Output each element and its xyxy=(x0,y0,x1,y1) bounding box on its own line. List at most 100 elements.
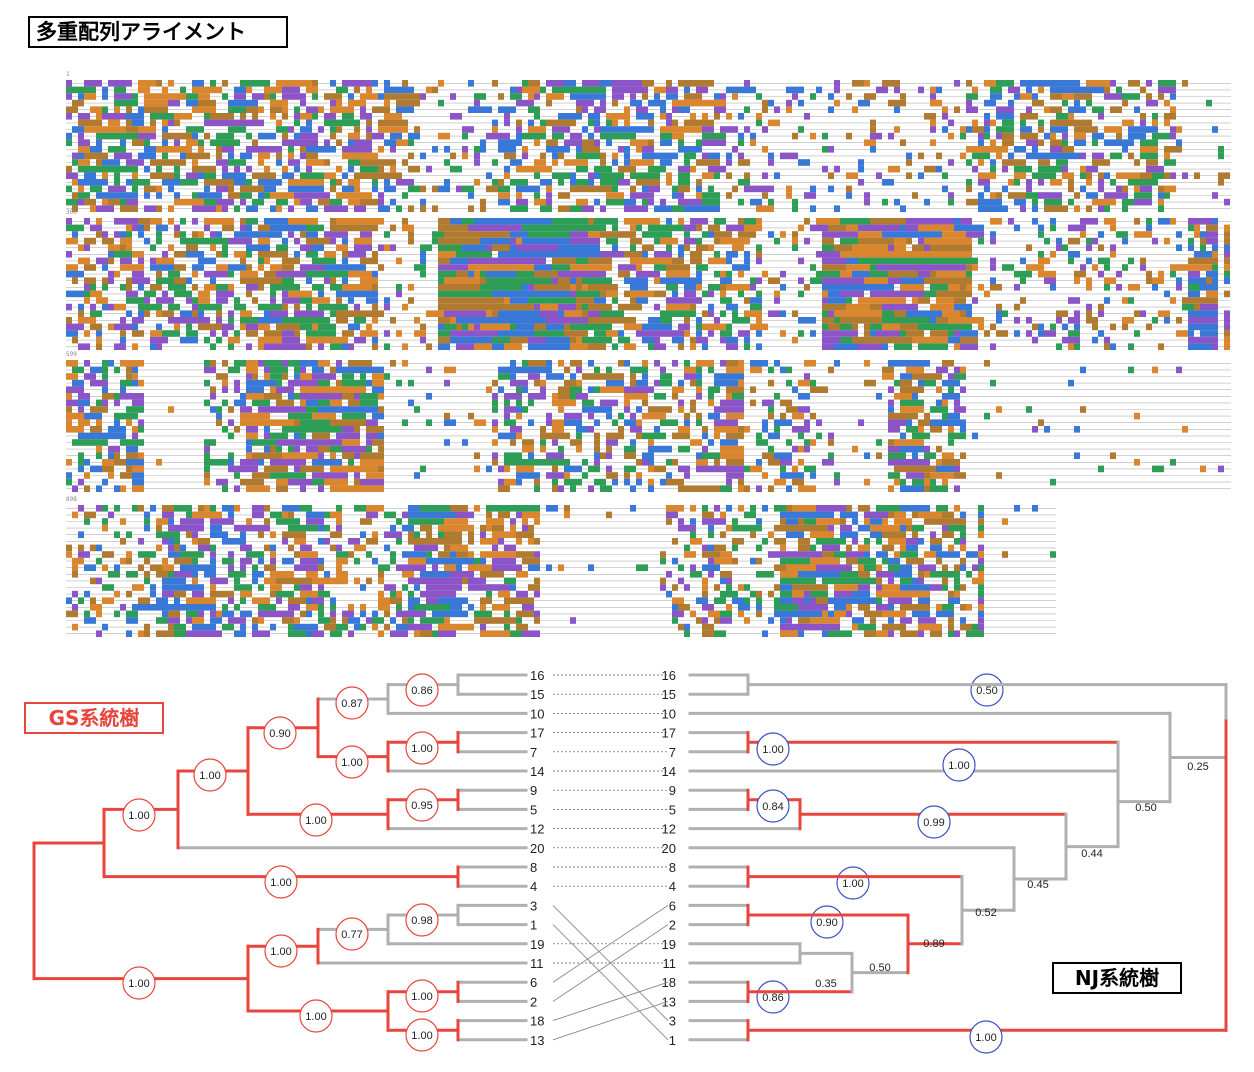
residue-run xyxy=(78,432,126,440)
residue-run xyxy=(1224,336,1230,344)
residue-run xyxy=(468,270,474,278)
residue-run xyxy=(1152,284,1158,291)
residue-run xyxy=(330,485,384,492)
residue-run xyxy=(276,577,312,585)
residue-run xyxy=(390,524,396,532)
residue-run xyxy=(192,531,198,538)
residue-run xyxy=(438,237,480,245)
residue-run xyxy=(324,119,360,127)
residue-run xyxy=(960,584,966,591)
residue-run xyxy=(144,93,162,100)
residue-run xyxy=(1176,277,1182,284)
residue-run xyxy=(282,617,294,624)
residue-run xyxy=(720,551,732,558)
residue-run xyxy=(1116,86,1122,94)
residue-run xyxy=(558,152,564,160)
residue-run xyxy=(750,224,762,232)
residue-run xyxy=(504,412,510,420)
residue-run xyxy=(942,531,954,538)
residue-run xyxy=(1002,310,1008,317)
residue-run xyxy=(354,544,366,552)
support-circle xyxy=(335,686,369,720)
alignment-block: 599 xyxy=(66,351,1231,492)
residue-run xyxy=(828,610,834,618)
residue-run xyxy=(1110,244,1116,251)
residue-run xyxy=(1086,172,1092,179)
residue-run xyxy=(1098,303,1104,311)
residue-run xyxy=(1068,251,1080,258)
residue-run xyxy=(570,439,582,446)
residue-run xyxy=(336,379,342,387)
residue-run xyxy=(534,303,540,311)
residue-run xyxy=(1104,343,1110,350)
residue-run xyxy=(1056,86,1080,94)
residue-run xyxy=(234,303,246,311)
residue-run xyxy=(324,617,330,624)
residue-run xyxy=(588,218,594,225)
residue-run xyxy=(72,439,90,446)
residue-run xyxy=(546,472,564,479)
residue-run xyxy=(366,419,372,426)
residue-run xyxy=(666,478,678,486)
residue-run xyxy=(180,86,186,94)
residue-run xyxy=(720,297,732,304)
residue-run xyxy=(1170,172,1176,179)
residue-run xyxy=(750,505,756,512)
residue-run xyxy=(786,485,792,492)
residue-run xyxy=(690,439,702,446)
residue-run xyxy=(66,406,72,413)
residue-run xyxy=(402,106,414,113)
residue-run xyxy=(618,264,636,271)
residue-run xyxy=(780,459,792,466)
residue-run xyxy=(120,538,126,545)
residue-run xyxy=(306,146,336,153)
residue-run xyxy=(654,336,660,344)
residue-run xyxy=(474,218,552,225)
residue-run xyxy=(492,459,498,466)
residue-run xyxy=(576,257,588,265)
residue-run xyxy=(84,284,90,291)
residue-run xyxy=(606,445,612,453)
residue-run xyxy=(786,185,792,193)
residue-run xyxy=(666,590,672,598)
residue-run xyxy=(582,126,588,133)
residue-run xyxy=(552,393,558,400)
residue-run xyxy=(270,557,276,565)
residue-run xyxy=(900,323,918,331)
residue-run xyxy=(348,459,354,466)
residue-run xyxy=(102,465,114,473)
residue-run xyxy=(162,557,168,565)
residue-run xyxy=(846,610,852,618)
residue-run xyxy=(372,317,378,324)
residue-run xyxy=(690,518,696,525)
residue-run xyxy=(888,419,906,426)
residue-run xyxy=(744,257,750,265)
residue-run xyxy=(930,93,936,100)
residue-run xyxy=(612,152,618,160)
residue-run xyxy=(1206,270,1218,278)
residue-run xyxy=(960,218,972,225)
residue-run xyxy=(1038,270,1056,278)
residue-run xyxy=(708,412,720,420)
residue-run xyxy=(846,604,852,611)
residue-run xyxy=(906,224,918,232)
residue-run xyxy=(540,303,558,311)
residue-run xyxy=(342,393,354,400)
residue-run xyxy=(162,119,168,127)
residue-run xyxy=(990,119,996,127)
residue-run xyxy=(438,264,468,271)
residue-run xyxy=(1098,231,1104,238)
residue-run xyxy=(138,284,144,291)
residue-run xyxy=(252,198,264,206)
residue-run xyxy=(246,343,252,350)
residue-run xyxy=(306,237,330,245)
residue-run xyxy=(684,119,714,127)
residue-run xyxy=(786,379,792,387)
residue-run xyxy=(564,511,570,519)
residue-run xyxy=(288,126,294,133)
residue-run xyxy=(348,99,366,107)
residue-run xyxy=(342,152,378,160)
residue-run xyxy=(234,524,270,532)
residue-run xyxy=(684,205,720,212)
residue-run xyxy=(186,597,216,604)
